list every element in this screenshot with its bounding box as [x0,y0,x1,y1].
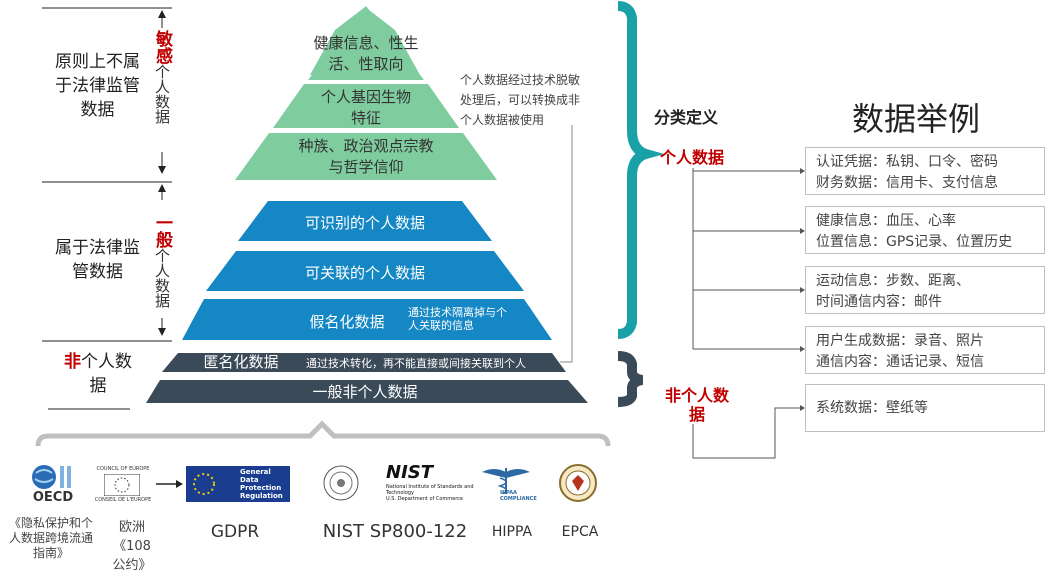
example-line: 通信内容：通话记录、短信 [816,354,984,370]
tier1-label: 健康信息、性生活、性取向 [313,34,419,73]
general-category-label: 属于法律监管数据 [55,238,140,282]
personal-data-label: 个人数据 [660,148,725,167]
nist-logo-sub: National Institute of Standards and Tech… [386,484,474,496]
sensitive-vertical-label: 敏感 个人数据 [152,30,174,124]
tier5-shape [206,251,524,291]
example-line: 时间通信内容：邮件 [816,294,942,310]
coe-logo-top: COUNCIL OF EUROPE [96,466,150,472]
caduceus-icon [482,468,530,494]
hipaa-caption: HIPPA [491,524,533,540]
arrow-right-icon [156,480,183,488]
classification-brackets [617,1,805,459]
example-line: 认证凭据：私钥、口令、密码 [816,154,998,170]
tier4-label: 可识别的个人数据 [304,214,425,232]
sensitive-rest: 个人数据 [153,64,171,124]
example-line: 运动信息：步数、距离、 [816,273,970,289]
pyramid [35,6,611,447]
desensitize-connector [560,125,573,363]
left-guides [42,7,172,410]
tier7-label: 匿名化数据 [203,353,279,371]
nist-logo-text: NIST [386,462,434,483]
non-personal-category-label: 非个人数据 [58,350,138,398]
oecd-logo-text: OECD [32,490,74,505]
tier3-shape [235,133,497,180]
commerce-seal-icon [323,465,359,501]
eu-stars-icon [193,473,215,495]
sensitive-accent: 敏感 [152,30,172,64]
gdpr-logo-text: General Data Protection Regulation [240,468,283,500]
tier5-label: 可关联的个人数据 [304,264,425,282]
desensitize-note: 个人数据经过技术脱敏处理后，可以转换成非个人数据被使用 [460,73,581,127]
example-box-activity: 运动信息：步数、距离、 时间通信内容：邮件 [805,266,1045,314]
tier6-label: 假名化数据 [309,313,385,331]
tier7-shape [162,353,566,372]
hipaa-logo-text: HIPAA COMPLIANCE [500,490,537,502]
general-accent: 一般 [152,214,172,248]
nist-caption: NIST SP800-122 [322,521,468,542]
non-personal-bracket [617,351,644,407]
tier6-note: 通过技术隔离掉与个人关联的信息 [408,306,507,332]
nist-logo-sub2: U.S. Department of Commerce [386,496,463,502]
epca-caption: EPCA [561,524,599,540]
example-line: 位置信息：GPS记录、位置历史 [816,234,1013,250]
examples-heading: 数据举例 [852,100,981,138]
tier8-label: 一般非个人数据 [312,383,418,401]
example-box-system: 系统数据：壁纸等 [805,384,1045,432]
tier2-shape [273,84,459,128]
tier2-label: 个人基因生物特征 [320,88,411,127]
tier4-shape [238,201,492,241]
example-line: 用户生成数据：录音、照片 [816,333,984,349]
tier1-top [308,6,424,80]
oecd-globe-icon [32,465,71,489]
tier7-note: 通过技术转化，再不能直接或间接关联到个人 [306,357,526,370]
tier8-shape [146,380,588,403]
tier6-shape [182,299,552,340]
gdpr-logo: General Data Protection Regulation [186,466,290,502]
example-line: 系统数据：壁纸等 [816,400,928,416]
non-accent: 非 [64,352,81,372]
coe-logo-bottom: CONSEIL DE L'EUROPE [94,497,152,503]
regulation-bracket [35,420,611,447]
example-line: 健康信息：血压、心率 [816,213,956,229]
personal-bracket [617,1,665,339]
general-rest: 个人数据 [153,248,171,308]
non-rest: 个人数据 [81,352,132,396]
oecd-caption: 《隐私保护和个人数据跨境流通指南》 [8,516,93,560]
example-box-credentials: 认证凭据：私钥、口令、密码 财务数据：信用卡、支付信息 [805,147,1045,195]
non-personal-data-label: 非个人数据 [664,386,729,424]
tier3-label: 种族、政治观点宗教与哲学信仰 [298,137,434,176]
example-box-user-content: 用户生成数据：录音、照片 通信内容：通话记录、短信 [805,326,1045,374]
general-vertical-label: 一般 个人数据 [152,214,174,308]
classification-heading: 分类定义 [654,108,719,127]
example-line: 财务数据：信用卡、支付信息 [816,175,998,191]
coe-flag-icon [104,474,140,496]
coe-caption: 欧洲《108公约》 [112,520,152,573]
gdpr-caption: GDPR [210,522,260,542]
sensitive-category-label: 原则上不属于法律监管数据 [55,52,140,120]
example-box-health: 健康信息：血压、心率 位置信息：GPS记录、位置历史 [805,206,1045,254]
us-seal-icon [559,464,597,502]
